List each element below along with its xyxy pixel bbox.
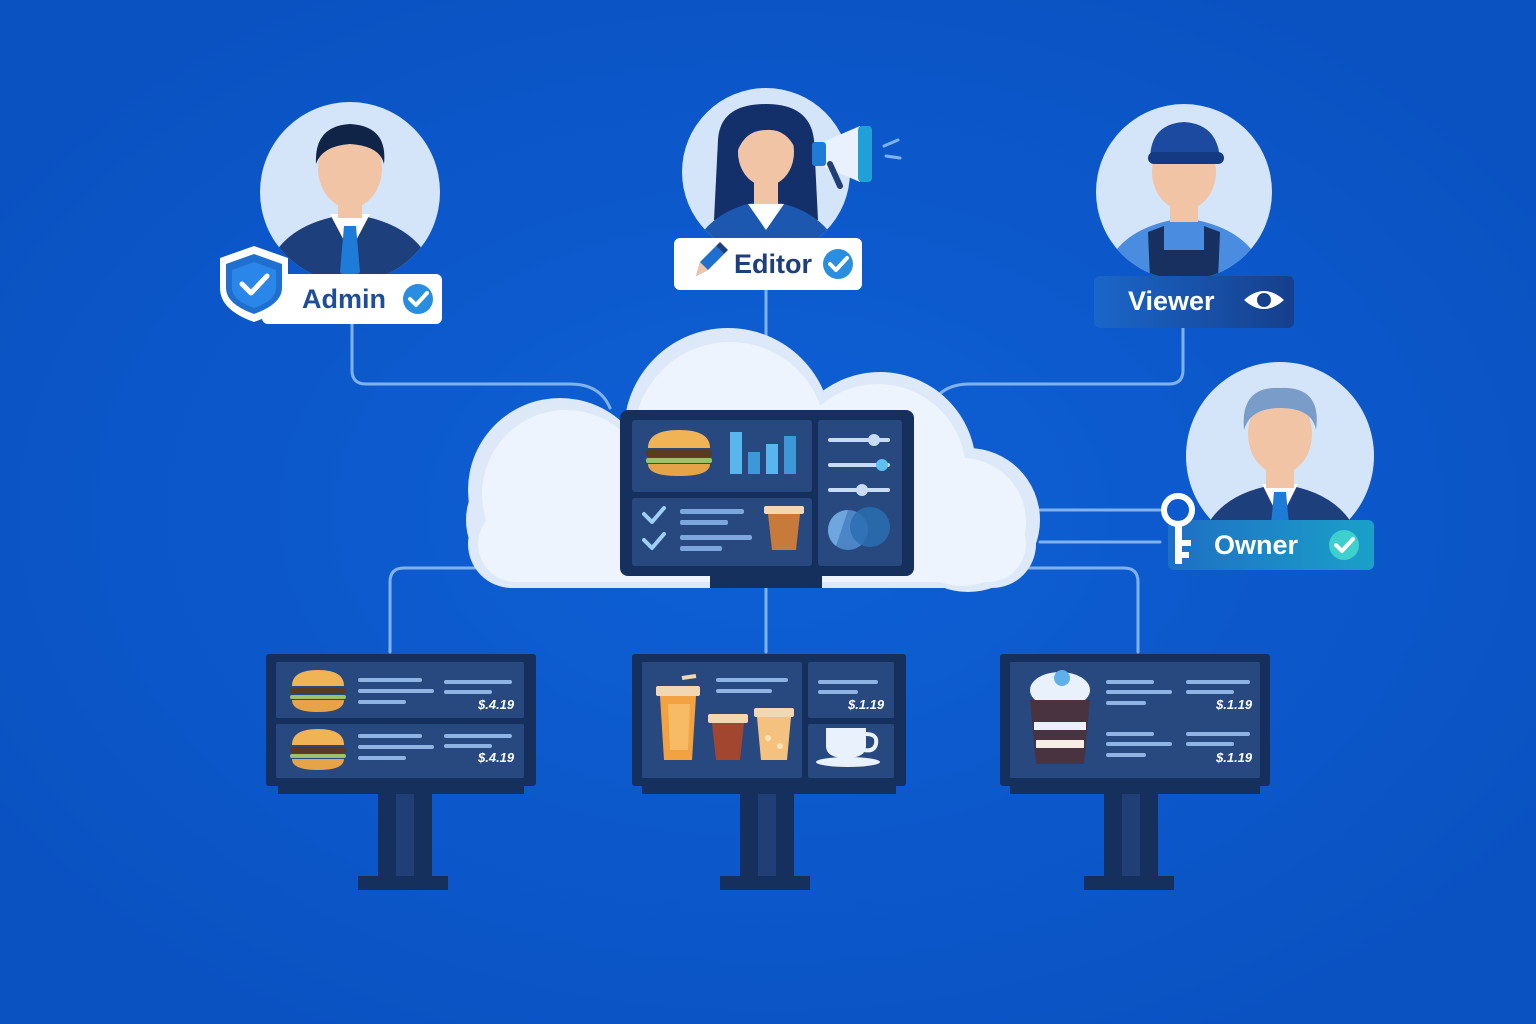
coffee-cup-icon <box>708 714 748 760</box>
menu-screen-drinks: $.1.19 <box>632 654 906 890</box>
check-badge-icon <box>1329 530 1359 560</box>
role-badge-editor: Editor <box>674 238 862 290</box>
role-badge-admin: Admin <box>220 246 442 324</box>
dashboard-monitor <box>620 410 914 588</box>
burger-icon <box>646 430 712 476</box>
menu-screen-dessert: $.1.19 $.1.19 <box>1000 654 1270 890</box>
role-badge-viewer: Viewer <box>1094 276 1294 328</box>
megaphone-icon <box>812 126 902 189</box>
cupcake-icon <box>1030 670 1090 764</box>
price-tag: $.1.19 <box>1215 750 1253 765</box>
role-label-viewer: Viewer <box>1128 286 1215 316</box>
coffee-cup-icon <box>764 506 804 550</box>
shield-check-icon <box>220 246 288 322</box>
connector-admin <box>350 320 612 410</box>
bar-chart-icon <box>730 432 796 474</box>
iced-drink-icon <box>754 708 794 760</box>
role-label-owner: Owner <box>1214 530 1299 560</box>
teacup-icon <box>816 728 880 767</box>
burger-icon <box>290 729 346 770</box>
role-label-admin: Admin <box>302 284 386 314</box>
soda-cup-icon <box>656 674 700 760</box>
sliders-icon <box>828 434 890 496</box>
check-badge-icon <box>403 284 433 314</box>
check-badge-icon <box>823 249 853 279</box>
burger-icon <box>290 670 346 712</box>
menu-lines <box>358 678 512 760</box>
checklist-icon <box>642 506 666 550</box>
pie-chart-icon <box>827 507 890 550</box>
price-tag: $.1.19 <box>847 697 885 712</box>
key-icon <box>1161 493 1195 564</box>
text-lines <box>680 509 752 551</box>
price-tag: $.4.19 <box>477 697 515 712</box>
connector-screen-left <box>388 566 502 654</box>
price-tag: $.1.19 <box>1215 697 1253 712</box>
connector-screen-right <box>998 566 1140 654</box>
pencil-icon <box>696 242 728 276</box>
menu-screen-burgers: $.4.19 $.4.19 <box>266 654 536 890</box>
eye-icon <box>1244 291 1284 309</box>
price-tag: $.4.19 <box>477 750 515 765</box>
menu-lines <box>716 678 878 694</box>
role-badge-owner: Owner <box>1161 493 1374 570</box>
role-label-editor: Editor <box>734 249 812 279</box>
menu-lines <box>1106 680 1250 757</box>
dashboard-panel-tasks <box>632 498 812 566</box>
avatar-owner <box>1186 362 1374 550</box>
connector-lines <box>350 288 1185 654</box>
